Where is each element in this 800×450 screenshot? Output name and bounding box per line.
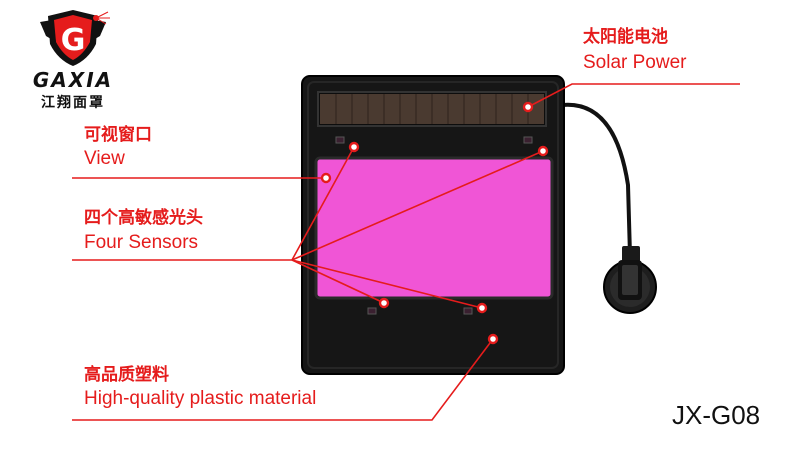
sensor-top-right bbox=[523, 136, 533, 144]
sensors-label-en: Four Sensors bbox=[84, 232, 199, 253]
solar-label-en: Solar Power bbox=[583, 52, 687, 73]
marker-sensor-3 bbox=[378, 297, 390, 309]
plastic-label-en: High-quality plastic material bbox=[84, 388, 317, 409]
solar-panel bbox=[317, 91, 547, 127]
sensors-label-cn: 四个高敏感光头 bbox=[84, 208, 203, 228]
logo-shield-icon bbox=[40, 10, 110, 66]
brand-logo: G bbox=[40, 10, 110, 66]
logo-brand-text: GAXIA bbox=[32, 68, 114, 92]
logo-chinese-text: 江翔面罩 bbox=[41, 95, 105, 111]
viewing-window bbox=[314, 156, 554, 300]
leader-line-plastic bbox=[72, 338, 494, 421]
marker-sensor-1 bbox=[348, 141, 360, 153]
leader-line-solar bbox=[527, 83, 740, 108]
connector-plug-icon bbox=[603, 246, 657, 314]
logo-letter: G bbox=[61, 23, 86, 58]
view-label-cn: 可视窗口 bbox=[84, 125, 152, 145]
marker-solar bbox=[522, 101, 534, 113]
solar-label-cn: 太阳能电池 bbox=[583, 27, 668, 47]
marker-view bbox=[320, 172, 332, 184]
cable bbox=[561, 102, 632, 256]
sensor-bottom-left bbox=[367, 307, 377, 315]
model-number: JX-G08 bbox=[672, 400, 761, 430]
plastic-label-cn: 高品质塑料 bbox=[84, 365, 169, 385]
sensor-top-left bbox=[335, 136, 345, 144]
view-label-en: View bbox=[84, 148, 125, 169]
sensor-bottom-right bbox=[463, 307, 473, 315]
marker-sensor-4 bbox=[476, 302, 488, 314]
marker-plastic bbox=[487, 333, 499, 345]
marker-sensor-2 bbox=[537, 145, 549, 157]
